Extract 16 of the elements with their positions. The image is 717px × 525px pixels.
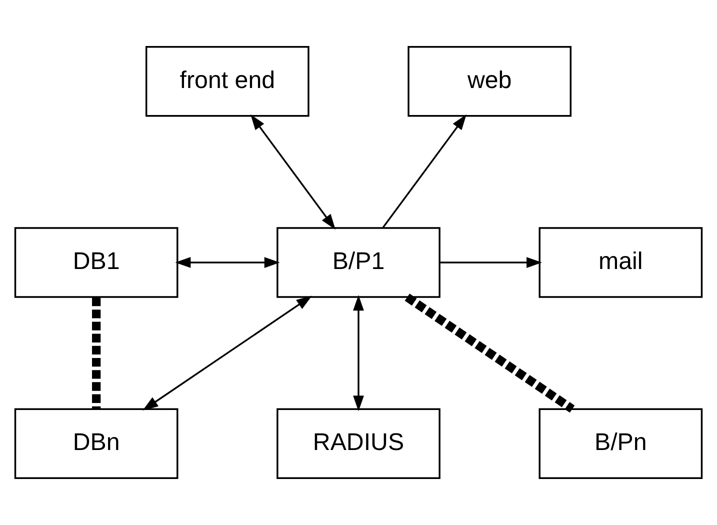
node-box: B/Pn <box>538 408 703 479</box>
arrow <box>142 296 312 411</box>
arrow <box>440 257 542 268</box>
connector <box>92 298 101 409</box>
node-box: DBn <box>14 408 178 479</box>
node-box: mail <box>538 227 703 298</box>
node-box: RADIUS <box>276 408 440 479</box>
arrow <box>353 295 364 412</box>
connector <box>404 294 575 413</box>
arrow <box>382 114 466 228</box>
arrow <box>175 257 280 268</box>
node-box: web <box>408 46 572 117</box>
node-box: DB1 <box>14 227 178 298</box>
node-box: front end <box>145 46 310 117</box>
arrow <box>250 114 336 230</box>
node-box: B/P1 <box>276 227 440 298</box>
